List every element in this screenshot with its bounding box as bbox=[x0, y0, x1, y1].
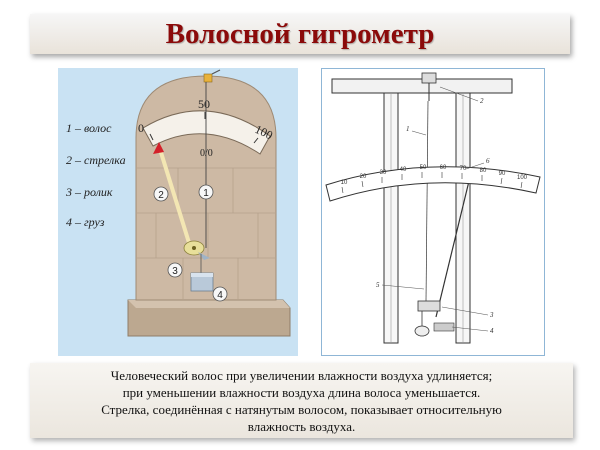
arc-label-20: 20 bbox=[360, 174, 367, 180]
roller-block bbox=[417, 300, 441, 312]
dial-scale bbox=[142, 110, 271, 155]
callout-6: 6 bbox=[486, 157, 490, 165]
hygrometer-illustration-panel: 1 – волос 2 – стрелка 3 – ролик 4 – груз… bbox=[58, 68, 298, 356]
arc-label-70: 70 bbox=[460, 166, 467, 172]
stone-seams bbox=[136, 167, 276, 300]
caption-line-3: Стрелка, соединённая с натянутым волосом… bbox=[101, 402, 502, 417]
callout-leaders bbox=[381, 86, 489, 332]
technical-drawing-panel: 10 20 30 40 50 60 70 80 90 100 1 2 bbox=[321, 68, 545, 356]
dial-label-0: 0 bbox=[138, 121, 144, 135]
legend-item-weight: 4 – груз bbox=[66, 215, 105, 229]
badge-weight bbox=[212, 286, 228, 302]
callout-2: 2 bbox=[480, 97, 484, 105]
badge-needle bbox=[153, 186, 169, 202]
legend-item-hair: 1 – волос bbox=[66, 121, 112, 135]
caption-line-4: влажность воздуха. bbox=[247, 419, 356, 434]
callout-4: 4 bbox=[490, 327, 494, 335]
arc-label-90: 90 bbox=[499, 171, 506, 177]
dial-label-100: 100 bbox=[253, 122, 275, 142]
badge-hair bbox=[198, 184, 214, 200]
arc-label-100: 100 bbox=[517, 175, 528, 181]
weight-top bbox=[191, 273, 213, 277]
badge-label-3: 3 bbox=[172, 266, 178, 277]
dial-label-50: 50 bbox=[198, 97, 210, 111]
badge-label-2: 2 bbox=[158, 190, 164, 201]
arc-label-40: 40 bbox=[400, 167, 407, 173]
roller-axis bbox=[192, 246, 196, 250]
caption-box: Человеческий волос при увеличении влажно… bbox=[30, 363, 573, 438]
legend-item-needle: 2 – стрелка bbox=[66, 153, 126, 167]
technical-drawing: 10 20 30 40 50 60 70 80 90 100 1 2 bbox=[325, 72, 541, 344]
arc-label-80: 80 bbox=[480, 168, 487, 174]
hair-clamp bbox=[203, 73, 213, 83]
page-title: Волосной гигрометр bbox=[165, 17, 435, 50]
arc-scale-ticks bbox=[341, 172, 523, 194]
arc-label-30: 30 bbox=[380, 170, 387, 176]
arc-label-60: 60 bbox=[440, 165, 447, 171]
hygrometer-illustration: 1 – волос 2 – стрелка 3 – ролик 4 – груз… bbox=[65, 69, 291, 337]
clamp-screw bbox=[211, 69, 221, 75]
badge-label-1: 1 bbox=[203, 188, 209, 199]
stone-base-top bbox=[128, 300, 290, 308]
arc-scale bbox=[325, 166, 541, 202]
badge-label-4: 4 bbox=[217, 290, 223, 301]
top-screw bbox=[421, 72, 437, 84]
callout-3: 3 bbox=[489, 311, 494, 319]
needle bbox=[157, 144, 192, 248]
caption-line-2: при уменьшении влажности воздуха длина в… bbox=[122, 385, 481, 400]
arc-label-50: 50 bbox=[420, 165, 427, 171]
callout-1: 1 bbox=[406, 125, 410, 133]
caption-line-1: Человеческий волос при увеличении влажно… bbox=[110, 368, 493, 383]
callout-5: 5 bbox=[376, 281, 380, 289]
arc-label-10: 10 bbox=[341, 180, 348, 186]
counterweight bbox=[414, 325, 430, 337]
badge-roller bbox=[167, 262, 183, 278]
pointer-hub bbox=[433, 322, 455, 332]
legend-item-roller: 3 – ролик bbox=[65, 185, 113, 199]
needle-tip bbox=[153, 142, 164, 154]
dial-ticks bbox=[149, 112, 259, 144]
needle bbox=[435, 176, 471, 318]
title-bar: Волосной гигрометр bbox=[30, 14, 570, 54]
hair-line bbox=[425, 100, 429, 302]
